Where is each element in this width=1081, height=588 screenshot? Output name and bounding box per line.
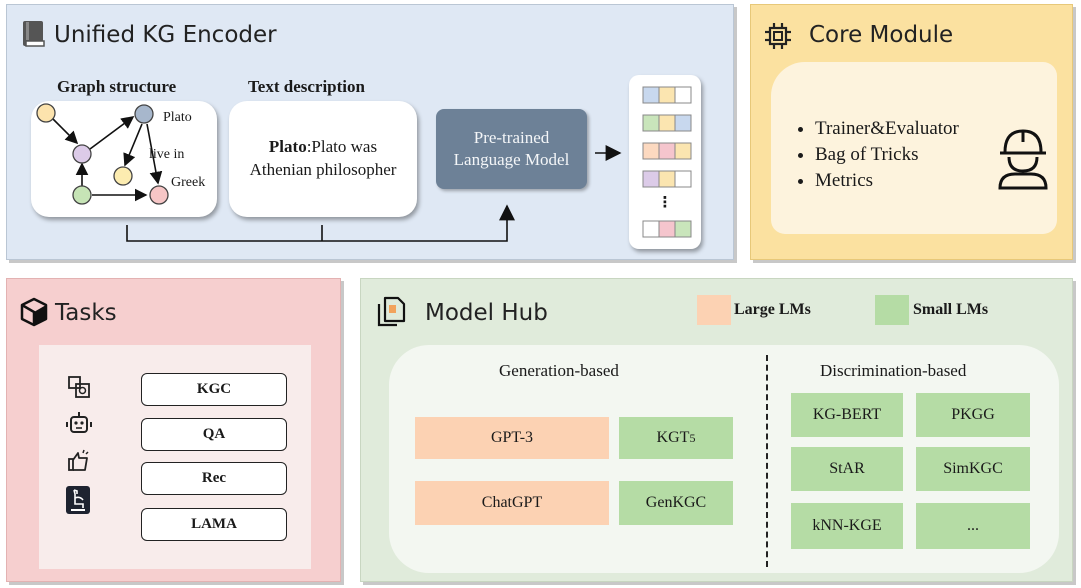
core-module-title: Core Module [809, 22, 954, 48]
model-pkgg: PKGG [916, 393, 1030, 437]
model-kgt5-name: KGT [656, 429, 690, 446]
model-hub-card: Generation-based Discrimination-based GP… [389, 345, 1059, 573]
discrimination-heading: Discrimination-based [820, 361, 967, 380]
model-star: StAR [791, 447, 903, 491]
text-heading: Text description [248, 77, 365, 96]
model-knn-kge: kNN-KGE [791, 503, 903, 549]
text-line-1: Plato:Plato was [229, 135, 417, 158]
edge-label-live-in: live in [149, 147, 185, 162]
tasks-title: Tasks [55, 300, 117, 326]
robot-icon [66, 412, 92, 433]
model-hub-title: Model Hub [425, 300, 548, 326]
encoder-connectors [126, 145, 622, 242]
node-label-greek: Greek [171, 175, 206, 190]
cube-icon [20, 297, 48, 327]
thumbs-up-icon [68, 449, 89, 471]
node-label-plato: Plato [163, 110, 192, 125]
core-item-tricks: Bag of Tricks [815, 142, 959, 168]
file-icon [377, 296, 406, 327]
text-card: Plato:Plato was Athenian philosopher [229, 101, 417, 217]
model-kgt5-sub: 5 [689, 430, 696, 445]
legend-small-label: Small LMs [913, 301, 989, 318]
generation-heading: Generation-based [499, 361, 619, 380]
legend-large-swatch [697, 295, 731, 325]
model-hub-panel: Model Hub Large LMs Small LMs Generation… [360, 278, 1073, 582]
text-description: Plato:Plato was Athenian philosopher [229, 135, 417, 181]
plm-box: Pre-trained Language Model [436, 109, 587, 189]
core-module-list: Trainer&Evaluator Bag of Tricks Metrics [771, 116, 959, 194]
encoder-panel: Unified KG Encoder Graph structure Text … [6, 4, 734, 260]
text-line-2: Athenian philosopher [249, 160, 397, 179]
embedding-ellipsis: ⋮ [657, 193, 673, 211]
embedding-vectors [642, 86, 692, 238]
plm-line-1: Pre-trained [473, 128, 550, 147]
graph-icon [68, 376, 90, 398]
task-lama: LAMA [141, 508, 287, 541]
model-more: ... [916, 503, 1030, 549]
model-simkgc: SimKGC [916, 447, 1030, 491]
task-qa: QA [141, 418, 287, 451]
core-module-card: Trainer&Evaluator Bag of Tricks Metrics [771, 62, 1057, 234]
task-kgc: KGC [141, 373, 287, 406]
llama-icon [66, 486, 90, 514]
embeddings-card: ⋮ [629, 75, 701, 249]
graph-diagram [36, 103, 169, 205]
encoder-title: Unified KG Encoder [54, 22, 277, 48]
text-rest: :Plato was [306, 137, 378, 156]
core-item-trainer: Trainer&Evaluator [815, 116, 959, 142]
legend-small-swatch [875, 295, 909, 325]
worker-icon [998, 129, 1048, 190]
model-gpt3: GPT-3 [415, 417, 609, 459]
task-rec: Rec [141, 462, 287, 495]
chip-icon [765, 23, 791, 49]
book-icon [23, 21, 45, 47]
core-module-panel: Core Module Trainer&Evaluator Bag of Tri… [750, 4, 1073, 260]
graph-heading: Graph structure [57, 77, 177, 96]
text-entity: Plato [268, 137, 307, 156]
graph-card: Plato live in Greek [31, 101, 217, 217]
plm-line-2: Language Model [453, 150, 570, 169]
section-divider [766, 355, 768, 567]
legend-large-label: Large LMs [734, 301, 811, 318]
core-item-metrics: Metrics [815, 168, 959, 194]
tasks-panel: Tasks KGC QA Rec LAMA [6, 278, 341, 582]
model-kg-bert: KG-BERT [791, 393, 903, 437]
model-chatgpt: ChatGPT [415, 481, 609, 525]
model-genkgc: GenKGC [619, 481, 733, 525]
